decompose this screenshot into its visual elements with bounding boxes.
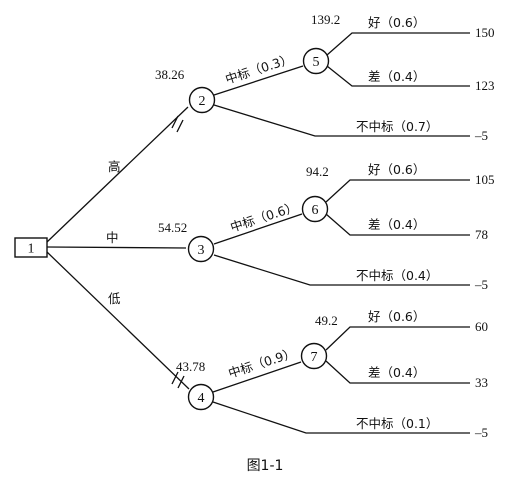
- chance-node-circle: [187, 383, 215, 411]
- chance-node-label: 7: [311, 350, 318, 365]
- payoff-7-good: 60: [475, 319, 488, 334]
- edge-1-to-2: [46, 106, 189, 243]
- edge-3-lose: [213, 254, 470, 286]
- chance-node-circle: [302, 47, 330, 75]
- chance-node-label: 5: [313, 55, 320, 70]
- payoff-3-lose: –5: [474, 277, 488, 292]
- expected-value-node-2: 38.26: [155, 67, 185, 82]
- edge-4-lose: [212, 401, 470, 434]
- payoff-6-good: 105: [475, 172, 495, 187]
- alternative-label-mid: 中: [106, 230, 119, 245]
- chance-node-circle: [187, 235, 215, 263]
- figure-caption: 图1-1: [247, 458, 284, 474]
- edge-3-to-6: [213, 213, 303, 245]
- prune-mark-edge-2: [176, 119, 184, 133]
- chance-node-3: 3: [187, 235, 215, 263]
- tree-edges: [46, 32, 470, 434]
- branch-label-good-7: 好（0.6）: [368, 309, 425, 324]
- chance-node-label: 3: [198, 243, 205, 258]
- chance-node-circle: [188, 86, 216, 114]
- branch-label-win-3: 中标（0.6）: [228, 199, 299, 235]
- chance-node-label: 6: [312, 203, 319, 218]
- alternative-label-low: 低: [108, 291, 121, 306]
- payoff-7-bad: 33: [475, 375, 488, 390]
- chance-node-label: 4: [198, 391, 205, 406]
- edge-5-good: [326, 32, 470, 56]
- chance-node-circle: [300, 342, 328, 370]
- expected-value-node-4: 43.78: [176, 359, 205, 374]
- branch-label-bad-7: 差（0.4）: [368, 365, 425, 380]
- expected-value-node-6: 94.2: [306, 164, 329, 179]
- edge-4-to-7: [212, 361, 302, 393]
- payoff-4-lose: –5: [474, 425, 488, 440]
- decision-node: 1: [14, 237, 48, 258]
- prune-mark-edge-4: [171, 371, 179, 385]
- edge-2-to-5: [213, 65, 304, 96]
- chance-node-label: 2: [199, 94, 206, 109]
- branch-label-win-2: 中标（0.3）: [223, 51, 294, 87]
- edge-7-good: [325, 326, 470, 351]
- chance-node-5: 5: [302, 47, 330, 75]
- chance-node-4: 4: [187, 383, 215, 411]
- decision-node-label: 1: [28, 242, 35, 257]
- edge-6-bad: [325, 213, 470, 236]
- branch-label-bad-5: 差（0.4）: [368, 69, 425, 84]
- alternative-label-high: 高: [108, 159, 121, 174]
- edge-2-lose: [213, 104, 470, 137]
- payoff-2-lose: –5: [474, 128, 488, 143]
- chance-node-6: 6: [301, 195, 329, 223]
- chance-node-7: 7: [300, 342, 328, 370]
- branch-label-good-5: 好（0.6）: [368, 15, 425, 30]
- edge-5-bad: [326, 65, 470, 87]
- edge-1-to-3: [46, 246, 187, 249]
- expected-value-node-3: 54.52: [158, 220, 187, 235]
- edge-1-to-4: [46, 251, 190, 390]
- branch-label-lose-4: 不中标（0.1）: [356, 416, 438, 431]
- prune-mark-edge-4: [177, 375, 185, 389]
- chance-node-2: 2: [188, 86, 216, 114]
- branch-label-good-6: 好（0.6）: [368, 162, 425, 177]
- branch-label-lose-3: 不中标（0.4）: [356, 268, 438, 283]
- edge-6-good: [325, 179, 470, 203]
- prune-mark-edge-2: [171, 115, 179, 129]
- edge-7-bad: [325, 360, 470, 384]
- branch-label-bad-6: 差（0.4）: [368, 217, 425, 232]
- payoff-5-good: 150: [475, 25, 495, 40]
- payoff-6-bad: 78: [475, 227, 488, 242]
- expected-value-node-5: 139.2: [311, 12, 340, 27]
- branch-label-lose-2: 不中标（0.7）: [356, 119, 438, 134]
- expected-value-node-7: 49.2: [315, 313, 338, 328]
- decision-node-box: [14, 237, 48, 258]
- chance-node-circle: [301, 195, 329, 223]
- payoff-5-bad: 123: [475, 78, 495, 93]
